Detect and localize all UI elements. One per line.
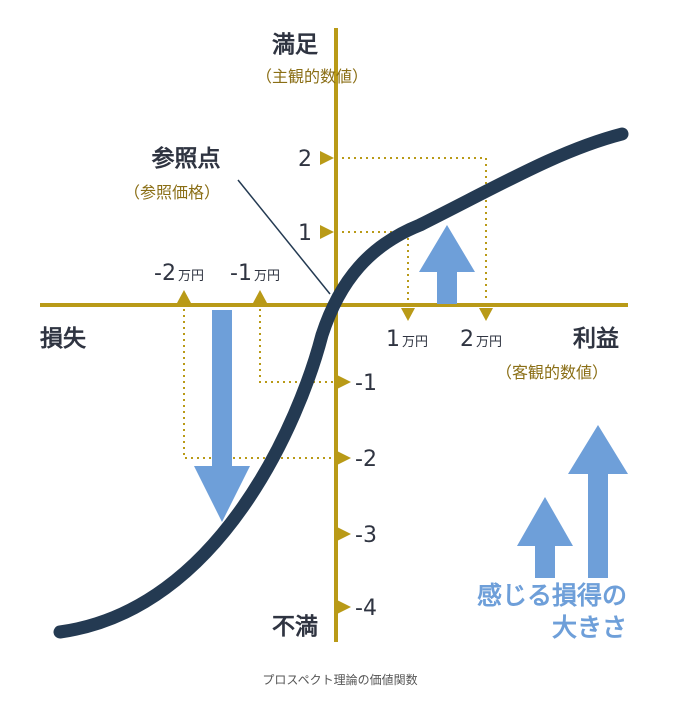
y-tick-label-neg3: -3 <box>355 523 377 548</box>
guide-loss-1 <box>259 303 334 383</box>
x-tick-neg1-marker <box>253 290 267 303</box>
x-tick-2-unit: 万円 <box>476 335 502 350</box>
small-perceived-arrow <box>517 497 573 578</box>
x-tick-1-marker <box>401 308 415 321</box>
reference-price-label: （参照価格） <box>124 183 220 202</box>
loss-label: 損失 <box>40 326 87 352</box>
y-tick-markers <box>320 151 351 614</box>
y-tick-neg4-marker <box>337 600 351 614</box>
figure-caption: プロスペクト理論の価値関数 <box>262 672 417 687</box>
y-tick-neg1-marker <box>337 375 351 389</box>
x-tick-neg2-number: -2 <box>154 261 176 286</box>
guide-gain-2 <box>336 157 487 302</box>
x-tick-2-marker <box>479 308 493 321</box>
y-tick-label-1: 1 <box>298 221 312 246</box>
y-tick-label-neg1: -1 <box>355 371 377 396</box>
y-tick-label-2: 2 <box>298 147 312 172</box>
y-tick-neg3-marker <box>337 527 351 541</box>
x-tick-1-unit: 万円 <box>402 335 428 350</box>
satisfaction-label: 満足 <box>272 32 318 58</box>
objective-value-label: （客観的数値） <box>496 363 608 382</box>
profit-label: 利益 <box>573 325 619 352</box>
y-tick-label-neg2: -2 <box>355 447 377 472</box>
y-tick-2-marker <box>320 151 334 165</box>
subjective-value-label: （主観的数値） <box>256 67 368 86</box>
loss-down-arrow <box>194 310 250 522</box>
y-tick-1-marker <box>320 225 334 239</box>
value-function-curve <box>53 127 629 639</box>
y-tick-label-neg4: -4 <box>355 596 377 621</box>
x-tick-neg2-marker <box>177 290 191 303</box>
reference-point-label: 参照点 <box>152 145 221 172</box>
large-perceived-arrow <box>568 425 628 578</box>
dissatisfaction-label: 不満 <box>272 614 318 640</box>
reference-point-leader <box>237 179 331 295</box>
x-tick-2-number: 2 <box>460 327 474 352</box>
x-tick-neg2-unit: 万円 <box>178 269 204 284</box>
gain-up-arrow <box>419 225 475 304</box>
x-tick-neg1-unit: 万円 <box>254 269 280 284</box>
x-tick-neg1-number: -1 <box>230 261 252 286</box>
perceived-gain-loss-label-line1: 感じる損得の <box>477 581 627 610</box>
arrows <box>194 225 628 578</box>
perceived-gain-loss-label-line2: 大きさ <box>552 613 627 642</box>
x-tick-markers <box>177 290 493 321</box>
x-tick-1-number: 1 <box>386 327 400 352</box>
y-tick-neg2-marker <box>337 451 351 465</box>
